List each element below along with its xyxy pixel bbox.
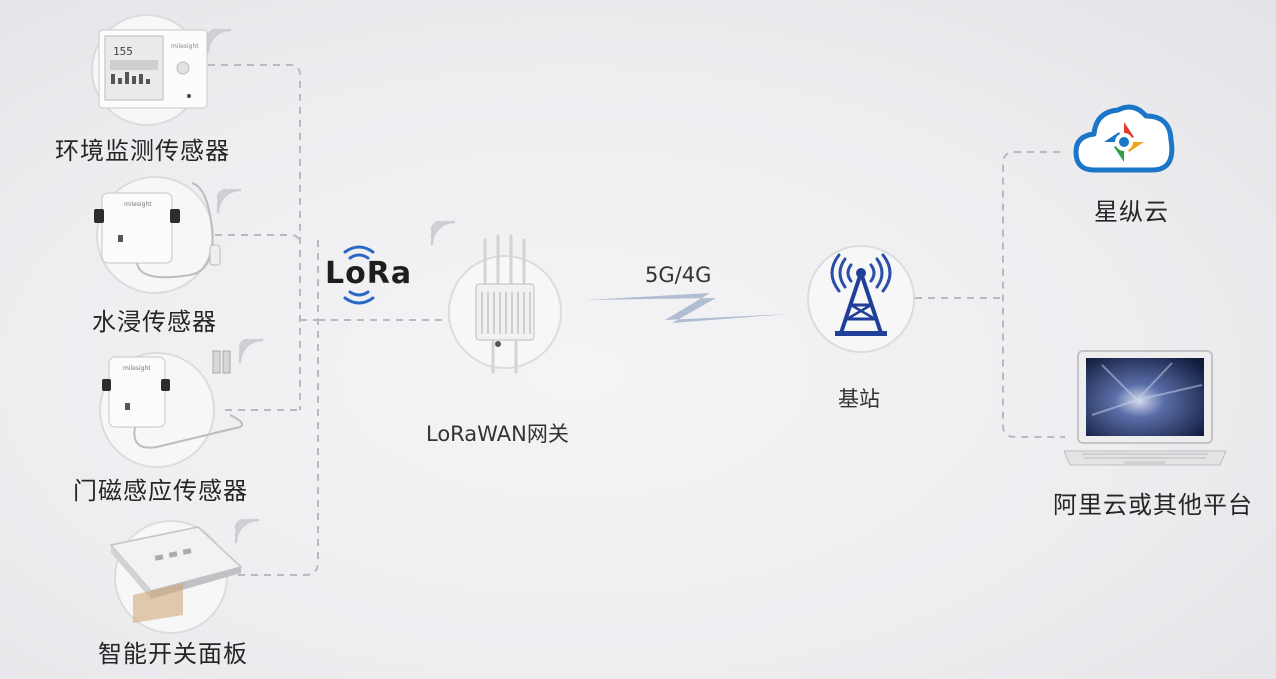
lora-logo: LoRa <box>325 240 420 310</box>
svg-text:milesight: milesight <box>171 43 199 50</box>
svg-text:milesight: milesight <box>123 365 151 372</box>
lorawan-gateway-icon <box>448 232 563 386</box>
svg-text:155: 155 <box>113 45 133 58</box>
cloud-label-aliyun: 阿里云或其他平台 <box>1053 491 1253 519</box>
smart-switch-panel-icon <box>103 515 253 639</box>
door-magnetic-sensor-icon: milesight <box>95 345 255 479</box>
sensor-label-environment: 环境监测传感器 <box>55 137 230 165</box>
gateway-label: LoRaWAN网关 <box>426 422 569 446</box>
laptop-icon <box>1062 345 1232 479</box>
base-station-label: 基站 <box>838 387 880 411</box>
lora-logo-text: LoRa <box>325 256 413 291</box>
link-label: 5G/4G <box>645 263 712 287</box>
svg-text:milesight: milesight <box>124 201 152 208</box>
water-leak-sensor-icon: milesight <box>80 175 240 299</box>
cell-tower-icon <box>805 243 917 359</box>
signal-arcs <box>206 28 456 544</box>
environment-monitor-sensor-icon: 155 milesight <box>85 8 215 132</box>
wireless-link-bolt <box>585 293 790 323</box>
sensor-label-door: 门磁感应传感器 <box>73 477 248 505</box>
sensor-label-switch: 智能开关面板 <box>98 640 248 668</box>
cloud-label-xingzong: 星纵云 <box>1094 198 1169 226</box>
sensor-label-water: 水浸传感器 <box>92 308 217 336</box>
cloud-logo-icon <box>1072 100 1177 179</box>
